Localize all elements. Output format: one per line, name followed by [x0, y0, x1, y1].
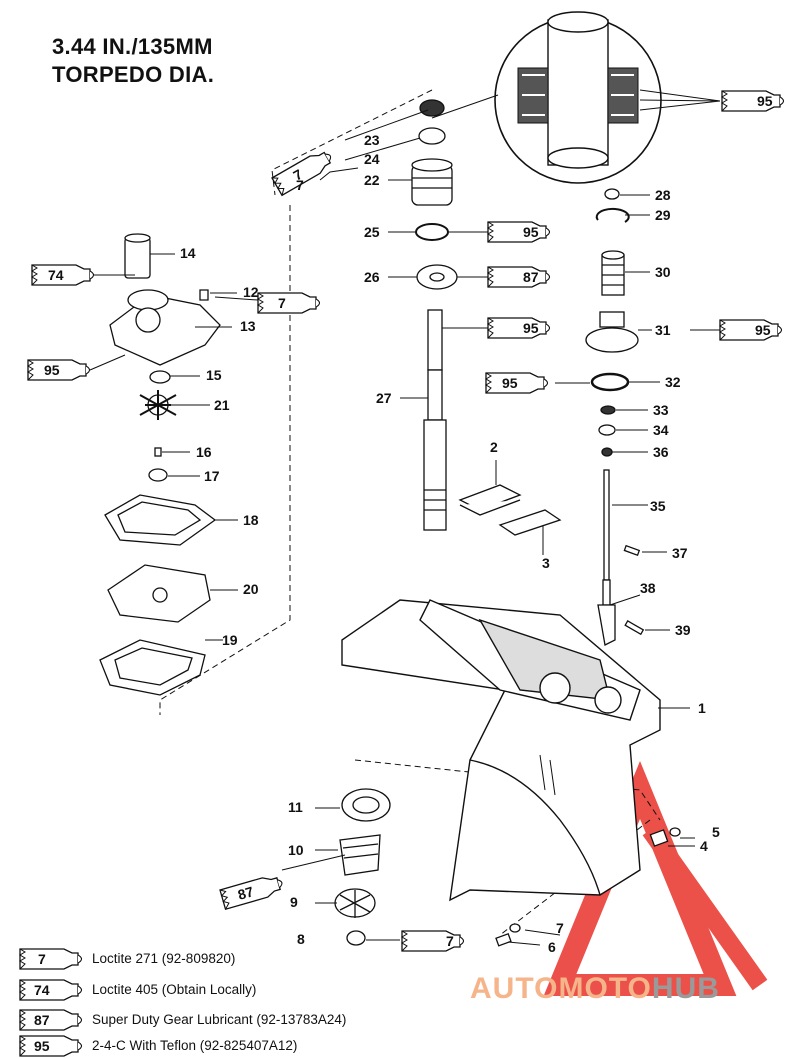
- part-label: 24: [364, 151, 380, 167]
- part-label: 8: [297, 931, 305, 947]
- part-label: 1: [698, 700, 706, 716]
- part-label: 7: [296, 177, 304, 193]
- part-label: 6: [548, 939, 556, 955]
- watermark-text: AUTOMOTOHUB: [470, 972, 720, 1006]
- part-label: 20: [243, 581, 259, 597]
- tube-icon-95-13: 95: [27, 359, 91, 381]
- tube-icon: 95: [19, 1035, 83, 1057]
- part-label: 34: [653, 422, 669, 438]
- tube-number: 95: [502, 375, 518, 391]
- tube-number: 95: [34, 1038, 50, 1054]
- tube-number: 95: [755, 322, 771, 338]
- tube-number: 74: [34, 982, 50, 998]
- tube-icon-95-27: 95: [487, 317, 551, 339]
- tube-icon-7-top: 7: [271, 146, 336, 196]
- tube-number: 7: [446, 933, 454, 949]
- part-label: 36: [653, 444, 669, 460]
- tube-number: 7: [38, 951, 46, 967]
- part-label: 16: [196, 444, 212, 460]
- legend-row: 95 2-4-C With Teflon (92-825407A12): [18, 1035, 458, 1057]
- part-label: 14: [180, 245, 196, 261]
- tube-icon-74: 74: [31, 264, 95, 286]
- part-label: 13: [240, 318, 256, 334]
- legend-text: Loctite 271 (92-809820): [92, 951, 236, 966]
- part-label: 3: [542, 555, 550, 571]
- legend-row: 7 Loctite 271 (92-809820): [18, 948, 458, 970]
- part-label: 10: [288, 842, 304, 858]
- part-label: 7: [556, 920, 564, 936]
- tube-number: 87: [523, 269, 539, 285]
- tube-number: 87: [236, 883, 256, 903]
- diagram-title: 3.44 IN./135MM TORPEDO DIA.: [52, 33, 214, 89]
- part-label: 15: [206, 367, 222, 383]
- part-label: 12: [243, 284, 259, 300]
- water-pump-parts: [99, 233, 221, 696]
- tube-icon-7-8: 7: [401, 930, 465, 952]
- part-label: 29: [655, 207, 671, 223]
- part-label: 35: [650, 498, 666, 514]
- part-label: 32: [665, 374, 681, 390]
- tube-number: 74: [48, 267, 64, 283]
- part-label: 38: [640, 580, 656, 596]
- part-label: 27: [376, 390, 392, 406]
- pinion-parts: [334, 788, 681, 947]
- tube-number: 95: [44, 362, 60, 378]
- driveshaft-parts: [411, 99, 562, 536]
- part-label: 25: [364, 224, 380, 240]
- tube-number: 95: [523, 320, 539, 336]
- detail-view-circle: [431, 11, 721, 184]
- tube-number: 95: [757, 93, 773, 109]
- tube-number: 87: [34, 1012, 50, 1028]
- legend-text: Loctite 405 (Obtain Locally): [92, 982, 257, 997]
- part-label: 33: [653, 402, 669, 418]
- legend-text: Super Duty Gear Lubricant (92-13783A24): [92, 1012, 347, 1027]
- legend: 7 Loctite 271 (92-809820) 74 Loctite 405…: [18, 948, 458, 1058]
- part-label: 19: [222, 632, 238, 648]
- tube-icon-95-detail: 95: [721, 90, 785, 112]
- title-line-2: TORPEDO DIA.: [52, 62, 215, 87]
- legend-row: 74 Loctite 405 (Obtain Locally): [18, 979, 458, 1001]
- part-label: 31: [655, 322, 671, 338]
- shift-parts: [585, 188, 645, 646]
- part-label: 17: [204, 468, 220, 484]
- gear-housing: [341, 599, 661, 902]
- part-label: 39: [675, 622, 691, 638]
- part-label: 18: [243, 512, 259, 528]
- legend-row: 87 Super Duty Gear Lubricant (92-13783A2…: [18, 1009, 458, 1031]
- tube-icon-95-31: 95: [719, 319, 783, 341]
- tube-number: 95: [523, 224, 539, 240]
- title-line-1: 3.44 IN./135MM: [52, 34, 213, 59]
- part-label: 22: [364, 172, 380, 188]
- part-label: 4: [700, 838, 708, 854]
- part-labels: 1 2 3 4 5 6 7 7 8 9 10 11 12 13 14 15 16…: [180, 132, 720, 955]
- tube-icon: 74: [19, 979, 83, 1001]
- part-label: 5: [712, 824, 720, 840]
- tube-icon-87-26: 87: [487, 266, 551, 288]
- tube-icon-7-12: 7: [257, 292, 321, 314]
- part-label: 28: [655, 187, 671, 203]
- tube-icon-87-10: 87: [219, 872, 286, 910]
- watermark-part1: AUTOMOTO: [470, 972, 652, 1005]
- tube-icon: 7: [19, 948, 83, 970]
- legend-text: 2-4-C With Teflon (92-825407A12): [92, 1038, 298, 1053]
- watermark-part2: HUB: [651, 972, 720, 1005]
- part-label: 2: [490, 439, 498, 455]
- tube-number: 7: [278, 295, 286, 311]
- part-label: 26: [364, 269, 380, 285]
- tube-icon-95-25: 95: [487, 221, 551, 243]
- part-label: 9: [290, 894, 298, 910]
- tube-icon: 87: [19, 1009, 83, 1031]
- tube-icon-95-32: 95: [485, 372, 549, 394]
- part-label: 37: [672, 545, 688, 561]
- part-label: 30: [655, 264, 671, 280]
- part-label: 23: [364, 132, 380, 148]
- part-label: 11: [288, 799, 303, 815]
- part-label: 21: [214, 397, 230, 413]
